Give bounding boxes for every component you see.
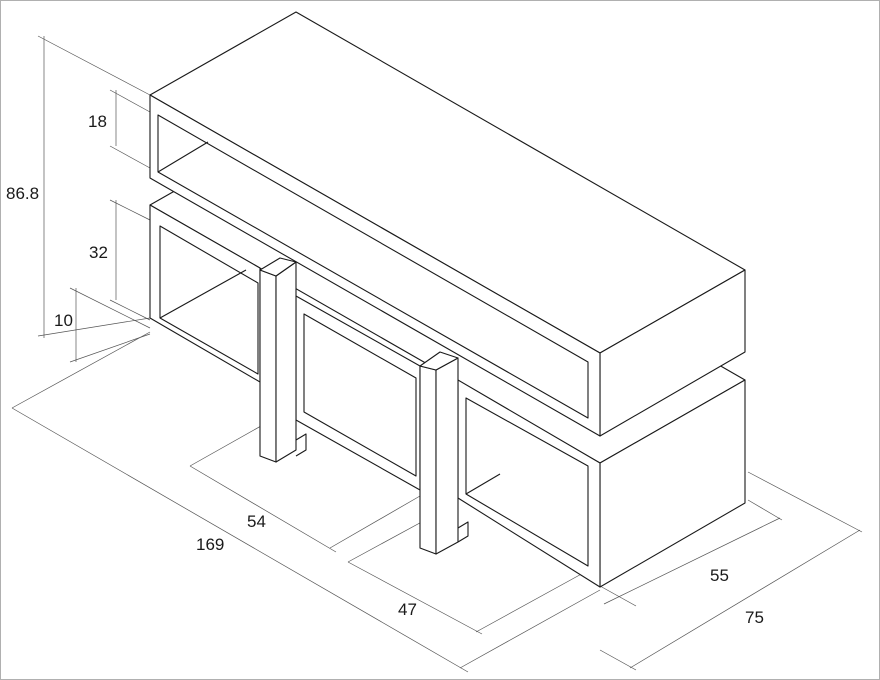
leg-2-side: [435, 357, 459, 555]
left-opening: [159, 225, 259, 375]
dim-label-top-box-height: 18: [88, 112, 107, 131]
dim-label-total-height: 86.8: [6, 184, 39, 203]
dim-label-base-height: 10: [54, 311, 73, 330]
dimension-labels: 86.8 18 32 10 169 54 47 55 75: [6, 112, 764, 627]
dim-label-left-compartment: 54: [247, 512, 266, 531]
leg-2-top: [419, 351, 459, 371]
right-opening: [465, 397, 589, 567]
middle-opening: [303, 313, 417, 477]
leg-2-front: [419, 365, 437, 555]
dim-label-total-length: 169: [196, 535, 224, 554]
dim-label-right-compartment: 47: [398, 600, 417, 619]
top-box: [149, 11, 746, 437]
leg-1-front: [259, 269, 277, 463]
cabinet: [149, 11, 746, 588]
dim-label-inner-depth: 55: [710, 566, 729, 585]
dimension-lines: [11, 35, 863, 673]
leg-1-side: [275, 261, 297, 463]
dim-label-total-depth: 75: [745, 608, 764, 627]
top-box-opening: [157, 114, 589, 419]
dim-label-middle-box-height: 32: [89, 243, 108, 262]
